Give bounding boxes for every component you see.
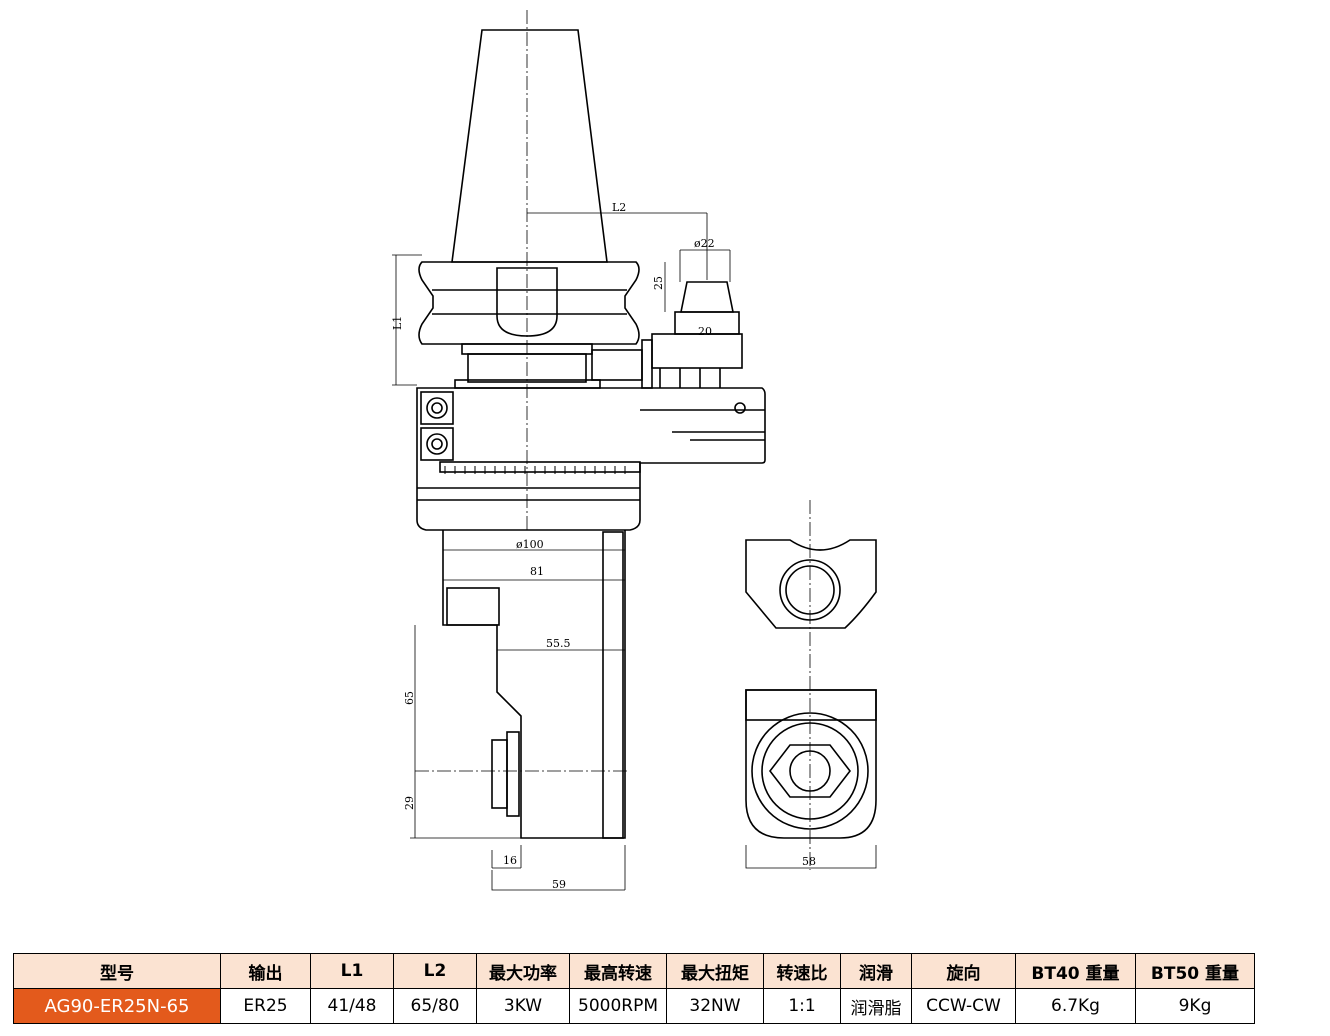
cell-speed-ratio: 1:1 (763, 988, 841, 1024)
dim-l1: L1 (391, 316, 404, 330)
cell-max-speed: 5000RPM (569, 988, 667, 1024)
dim-l2: L2 (612, 201, 626, 214)
table-header-row: 型号 输出 L1 L2 最大功率 最高转速 最大扭矩 转速比 润滑 旋向 BT4… (13, 953, 1255, 989)
header-output: 输出 (220, 953, 311, 989)
cell-rotation: CCW-CW (911, 988, 1016, 1024)
cell-bt50-weight: 9Kg (1135, 988, 1255, 1024)
dim-55-5: 55.5 (546, 637, 571, 650)
cell-max-power: 3KW (476, 988, 570, 1024)
cell-l1: 41/48 (310, 988, 394, 1024)
dim-16: 16 (503, 854, 517, 867)
table-row: AG90-ER25N-65 ER25 41/48 65/80 3KW 5000R… (13, 988, 1255, 1024)
dim-d100: ø100 (516, 538, 544, 551)
dim-d22: ø22 (694, 237, 715, 250)
header-speed-ratio: 转速比 (763, 953, 841, 989)
dim-20: 20 (698, 325, 712, 338)
technical-drawing: L2 ø22 25 20 L1 ø100 81 55.5 65 29 16 59… (391, 10, 877, 891)
header-lubrication: 润滑 (840, 953, 912, 989)
dim-25: 25 (652, 276, 665, 290)
header-max-torque: 最大扭矩 (666, 953, 764, 989)
cell-l2: 65/80 (393, 988, 477, 1024)
side-view-top (745, 539, 877, 629)
header-rotation: 旋向 (911, 953, 1016, 989)
header-max-power: 最大功率 (476, 953, 570, 989)
cell-output: ER25 (220, 988, 311, 1024)
dim-65: 65 (403, 691, 416, 705)
header-bt40-weight: BT40 重量 (1015, 953, 1136, 989)
stop-block-housing (591, 349, 643, 381)
dim-29: 29 (403, 796, 416, 810)
header-max-speed: 最高转速 (569, 953, 667, 989)
stop-pin (680, 281, 734, 313)
dim-81: 81 (530, 565, 544, 578)
header-bt50-weight: BT50 重量 (1135, 953, 1255, 989)
taper-cone (451, 29, 608, 263)
header-l2: L2 (393, 953, 477, 989)
spec-table: 型号 输出 L1 L2 最大功率 最高转速 最大扭矩 转速比 润滑 旋向 BT4… (13, 953, 1255, 1024)
cell-lubrication: 润滑脂 (840, 988, 912, 1024)
cell-model: AG90-ER25N-65 (13, 988, 221, 1024)
output-collet (491, 739, 508, 809)
header-l1: L1 (310, 953, 394, 989)
dim-58: 58 (802, 855, 816, 868)
cell-bt40-weight: 6.7Kg (1015, 988, 1136, 1024)
flange (418, 261, 640, 345)
header-model: 型号 (13, 953, 221, 989)
side-view-bottom (745, 689, 877, 839)
dim-59: 59 (552, 878, 566, 891)
cell-max-torque: 32NW (666, 988, 764, 1024)
